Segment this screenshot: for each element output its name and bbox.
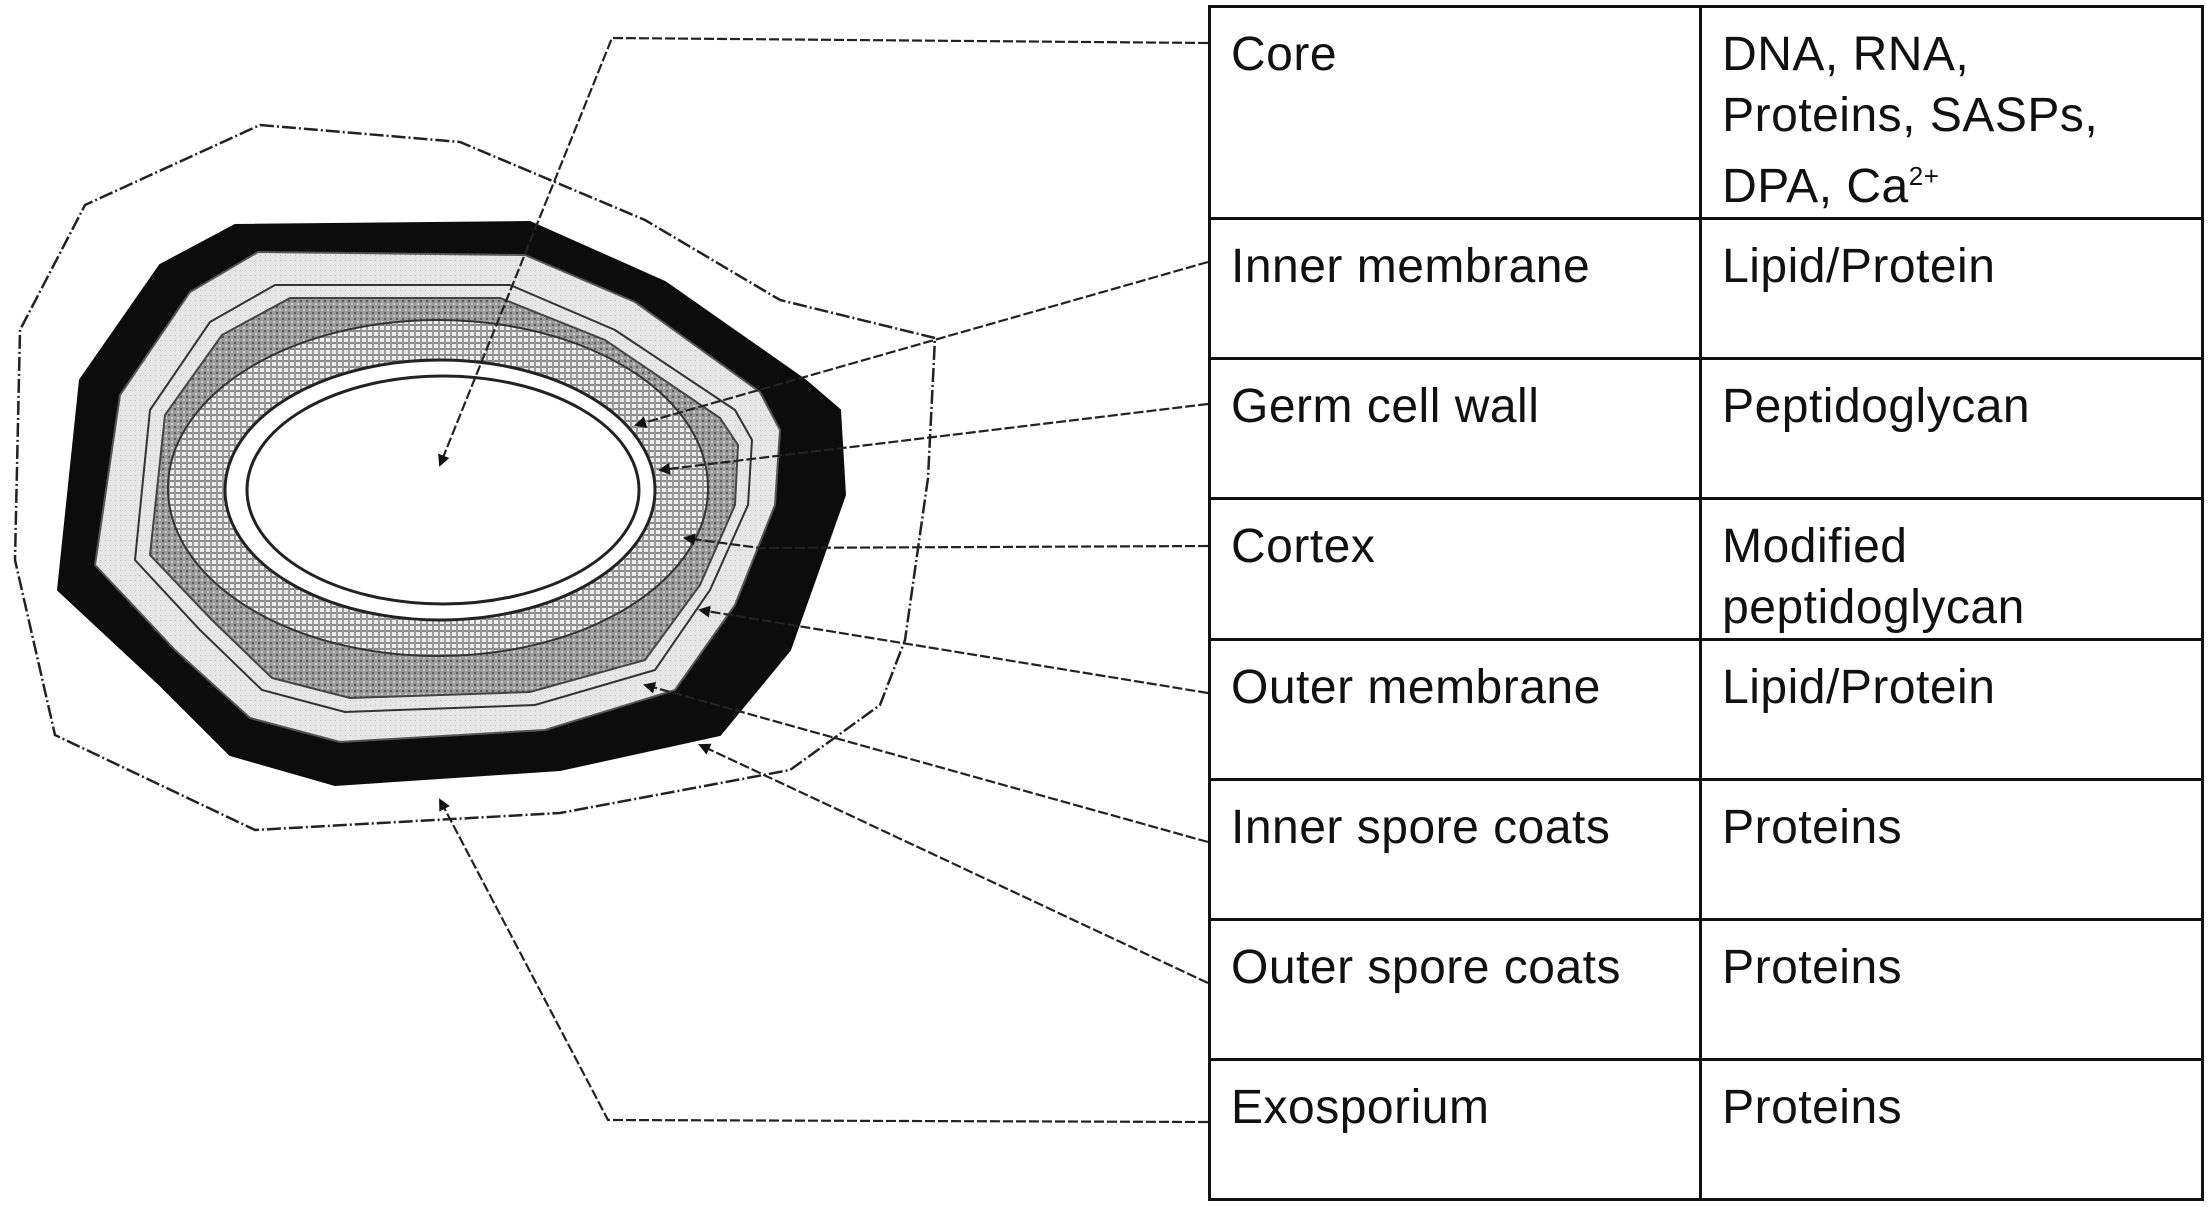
table-row: Outer membrane Lipid/Protein [1207, 638, 2204, 781]
leader-germ-cell-wall [658, 402, 1209, 475]
layer-composition-cell: Proteins [1699, 778, 2204, 921]
core [245, 374, 641, 606]
layer-name-cell: Cortex [1207, 497, 1703, 641]
layer-composition-cell: DNA, RNA,Proteins, SASPs,DPA, Ca2+ [1699, 5, 2204, 220]
layer-name-cell: Core [1207, 5, 1703, 220]
leader-inner-spore-coats [643, 681, 1209, 844]
layer-name-cell: Inner spore coats [1207, 778, 1703, 921]
leader-cortex [683, 533, 1209, 550]
leader-exosporium [439, 798, 1209, 1124]
layer-name-cell: Inner membrane [1207, 217, 1703, 360]
table-row: Exosporium Proteins [1207, 1058, 2204, 1201]
layer-composition-cell: Peptidoglycan [1699, 357, 2204, 500]
layer-composition-cell: Lipid/Protein [1699, 638, 2204, 781]
leader-core [438, 36, 1209, 467]
layer-name-cell: Germ cell wall [1207, 357, 1703, 500]
leader-inner-membrane [634, 260, 1209, 429]
layer-name-cell: Exosporium [1207, 1058, 1703, 1201]
table-row: Inner spore coats Proteins [1207, 778, 2204, 921]
table-row: Germ cell wall Peptidoglycan [1207, 357, 2204, 500]
outer-membrane [133, 284, 754, 714]
layer-composition-cell: Lipid/Protein [1699, 217, 2204, 360]
leader-outer-membrane [698, 605, 1209, 695]
layer-composition-cell: Proteins [1699, 918, 2204, 1061]
layer-name-cell: Outer spore coats [1207, 918, 1703, 1061]
table-row: Outer spore coats Proteins [1207, 918, 2204, 1061]
table-row: Core DNA, RNA,Proteins, SASPs,DPA, Ca2+ [1207, 5, 2204, 220]
layer-composition-cell: Proteins [1699, 1058, 2204, 1201]
leader-outer-spore-coats [698, 743, 1209, 984]
exosporium-outline [13, 123, 937, 832]
layer-name-cell: Outer membrane [1207, 638, 1703, 781]
table-row: Inner membrane Lipid/Protein [1207, 217, 2204, 360]
layer-composition-table: Core DNA, RNA,Proteins, SASPs,DPA, Ca2+ … [1207, 5, 2204, 1201]
